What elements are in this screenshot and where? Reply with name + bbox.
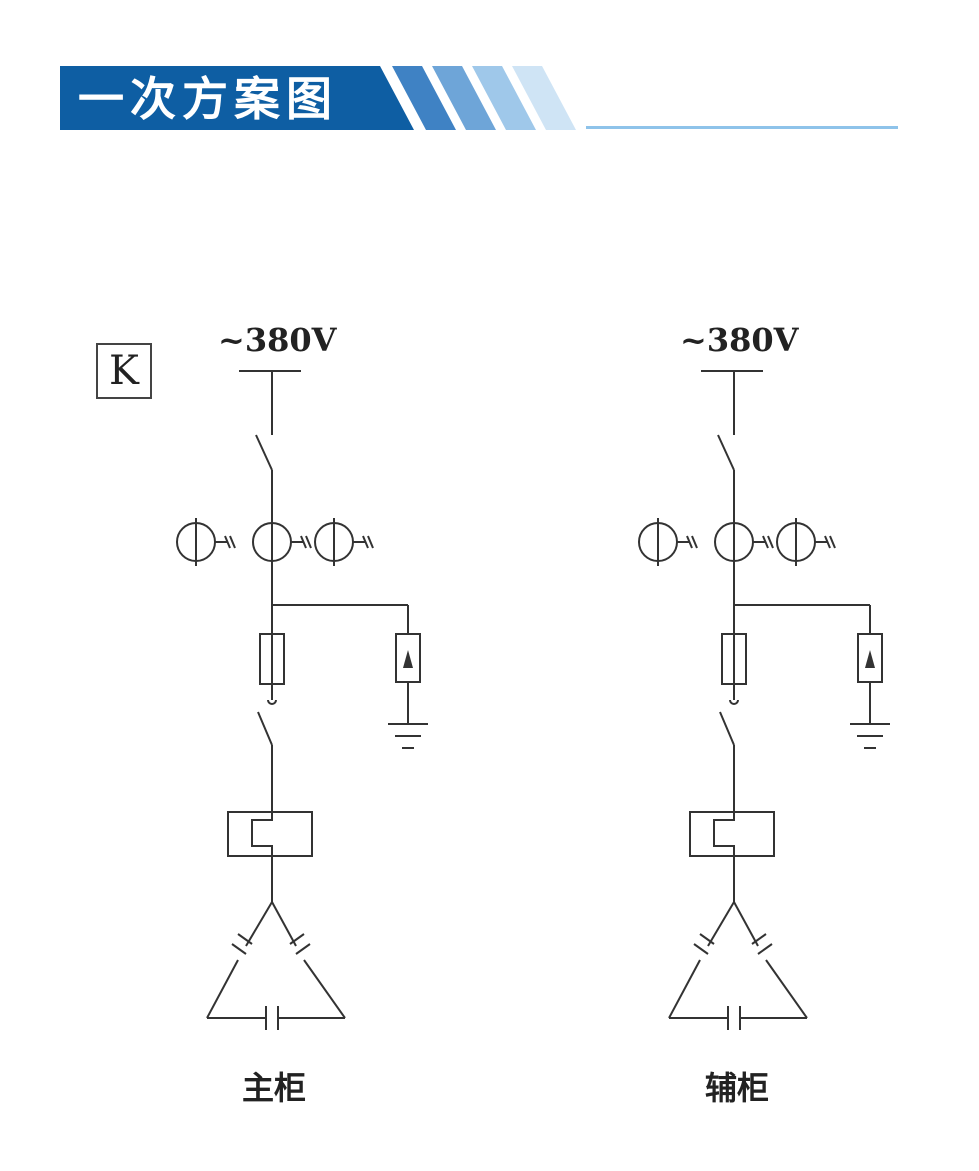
header-title-bar — [60, 66, 414, 130]
header-stripe-3 — [472, 66, 536, 130]
aux-cabinet-caption: 辅柜 — [705, 1069, 770, 1107]
header-stripe-2 — [432, 66, 496, 130]
page-title: 一次方案图 — [78, 72, 338, 126]
voltage-label-right: ~380V — [680, 321, 799, 359]
scheme-label: K — [96, 343, 152, 399]
header-banner — [60, 66, 898, 130]
header-rule — [586, 126, 898, 129]
main-cabinet-caption: 主柜 — [242, 1069, 307, 1107]
voltage-label-left: ~380V — [218, 321, 337, 359]
header-stripe-1 — [392, 66, 456, 130]
aux-cabinet-diagram — [638, 370, 891, 1031]
main-cabinet-diagram — [176, 370, 429, 1031]
header-stripe-4 — [512, 66, 576, 130]
